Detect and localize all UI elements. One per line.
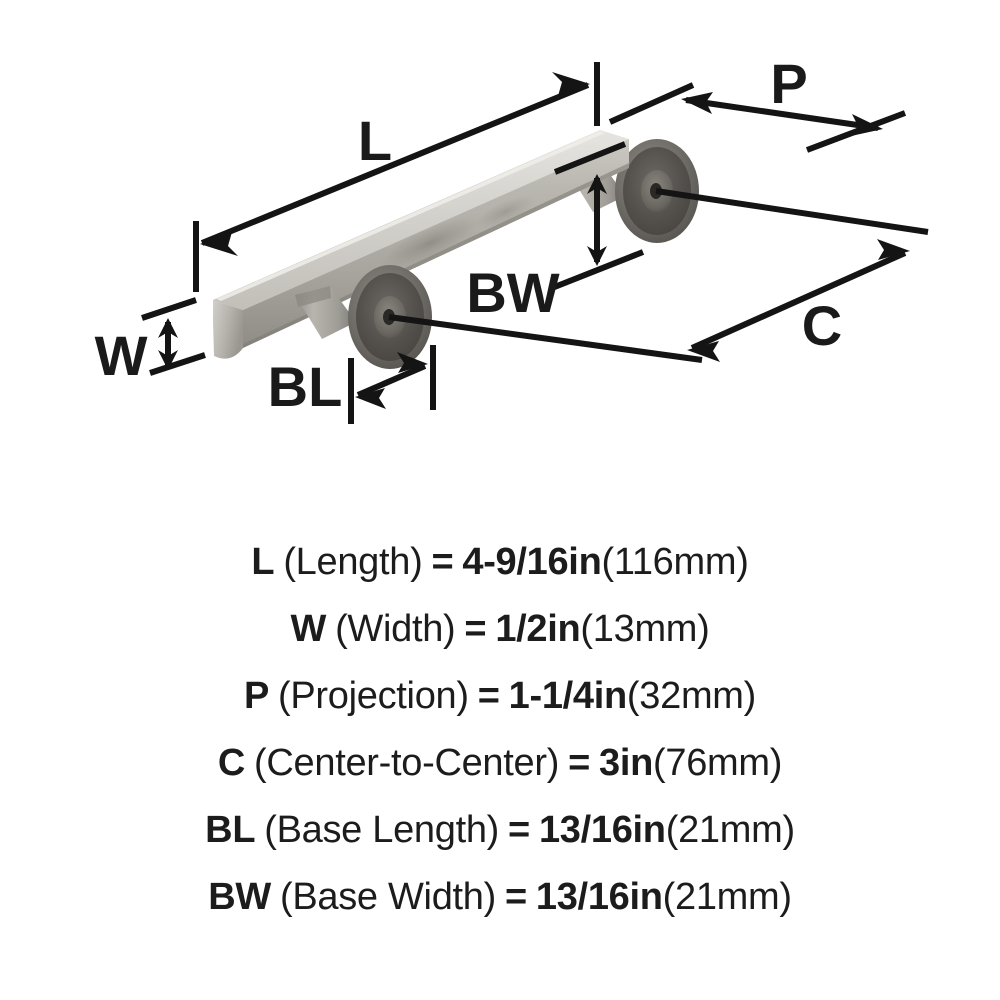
bar-reflection-smudge-2 <box>473 194 537 230</box>
spec-name-L: (Length) <box>283 540 423 583</box>
spec-metric-P: (32mm) <box>626 674 757 717</box>
spec-equals-BW: = <box>504 875 527 918</box>
spec-name-W: (Width) <box>335 607 456 650</box>
diagram-svg: L W P C BL BW <box>95 52 929 424</box>
p-dimension-line <box>685 97 879 131</box>
bl-arrowhead-left <box>355 388 386 409</box>
spec-equals-BL: = <box>508 808 530 851</box>
c-dimension-line <box>690 250 907 351</box>
spec-metric-C: (76mm) <box>653 741 783 784</box>
bw-extension-top <box>553 141 627 175</box>
spec-code-BW: BW <box>208 875 271 918</box>
handle-bar <box>213 130 629 359</box>
dim-label-L: L <box>358 109 392 172</box>
dimension-arrowheads <box>158 72 910 409</box>
product-diagram: L W P C BL BW <box>95 52 929 424</box>
spec-row-width: W(Width)=1/2in(13mm) <box>0 595 1000 662</box>
spec-metric-BL: (21mm) <box>665 808 795 851</box>
l-dimension-line <box>200 82 590 246</box>
w-extension-bottom <box>149 352 206 376</box>
p-arrowhead-left <box>681 92 713 114</box>
p-extension-left <box>608 82 695 125</box>
c-extension-far <box>655 188 929 235</box>
spec-equals-L: = <box>431 540 454 583</box>
bw-arrowhead-down <box>587 246 607 266</box>
dim-label-W: W <box>95 324 148 387</box>
c-extension-near <box>388 314 703 363</box>
spec-code-W: W <box>290 607 327 650</box>
dim-label-BL: BL <box>268 355 343 418</box>
specification-list: L(Length)=4-9/16in(116mm) W(Width)=1/2in… <box>0 528 1000 930</box>
spec-code-BL: BL <box>205 808 256 851</box>
spec-metric-W: (13mm) <box>580 607 710 650</box>
w-arrowhead-down <box>158 350 178 370</box>
post-left-collar <box>295 286 331 307</box>
spec-name-BL: (Base Length) <box>264 808 500 851</box>
p-arrowhead-right <box>851 114 883 136</box>
dimension-lines <box>141 62 929 424</box>
bl-arrowhead-right <box>397 352 428 373</box>
spec-value-BW: 13/16in <box>535 875 663 918</box>
l-arrowhead-left <box>200 232 238 256</box>
spec-code-C: C <box>217 741 246 784</box>
spec-metric-L: (116mm) <box>601 540 749 583</box>
spec-row-base-width: BW(Base Width)=13/16in(21mm) <box>0 863 1000 930</box>
spec-row-base-length: BL(Base Length)=13/16in(21mm) <box>0 796 1000 863</box>
bar-reflection-smudge <box>376 215 484 271</box>
c-arrowhead-near <box>687 341 720 362</box>
spec-name-C: (Center-to-Center) <box>254 741 560 784</box>
spec-equals-P: = <box>477 674 500 717</box>
spec-name-P: (Projection) <box>278 674 469 717</box>
spec-code-L: L <box>251 540 275 583</box>
bar-end-cap <box>213 300 243 359</box>
bw-arrowhead-up <box>587 174 607 194</box>
bar-top-face <box>213 130 629 310</box>
spec-row-length: L(Length)=4-9/16in(116mm) <box>0 528 1000 595</box>
spec-value-P: 1-1/4in <box>508 674 628 717</box>
l-arrowhead-right <box>552 72 590 96</box>
spec-row-projection: P(Projection)=1-1/4in(32mm) <box>0 662 1000 729</box>
spec-value-C: 3in <box>598 741 653 784</box>
w-arrowhead-up <box>158 318 178 338</box>
dim-label-BW: BW <box>466 261 559 324</box>
post-left <box>295 286 356 339</box>
spec-code-P: P <box>243 674 270 717</box>
spec-metric-BW: (21mm) <box>662 875 792 918</box>
dim-label-C: C <box>802 294 842 357</box>
w-extension-top <box>141 297 197 321</box>
spec-value-L: 4-9/16in <box>462 540 602 583</box>
spec-equals-W: = <box>464 607 487 650</box>
spec-name-BW: (Base Width) <box>279 875 496 918</box>
spec-value-W: 1/2in <box>495 607 581 650</box>
spec-value-BL: 13/16in <box>538 808 666 851</box>
spec-row-center-to-center: C(Center-to-Center)=3in(76mm) <box>0 729 1000 796</box>
bar-top-highlight <box>216 131 605 301</box>
bw-extension-bottom <box>550 249 645 291</box>
c-arrowhead-far <box>877 239 910 260</box>
bl-dimension-line <box>356 363 427 398</box>
spec-equals-C: = <box>568 741 590 784</box>
handle-product <box>213 130 699 369</box>
dim-label-P: P <box>770 52 807 115</box>
